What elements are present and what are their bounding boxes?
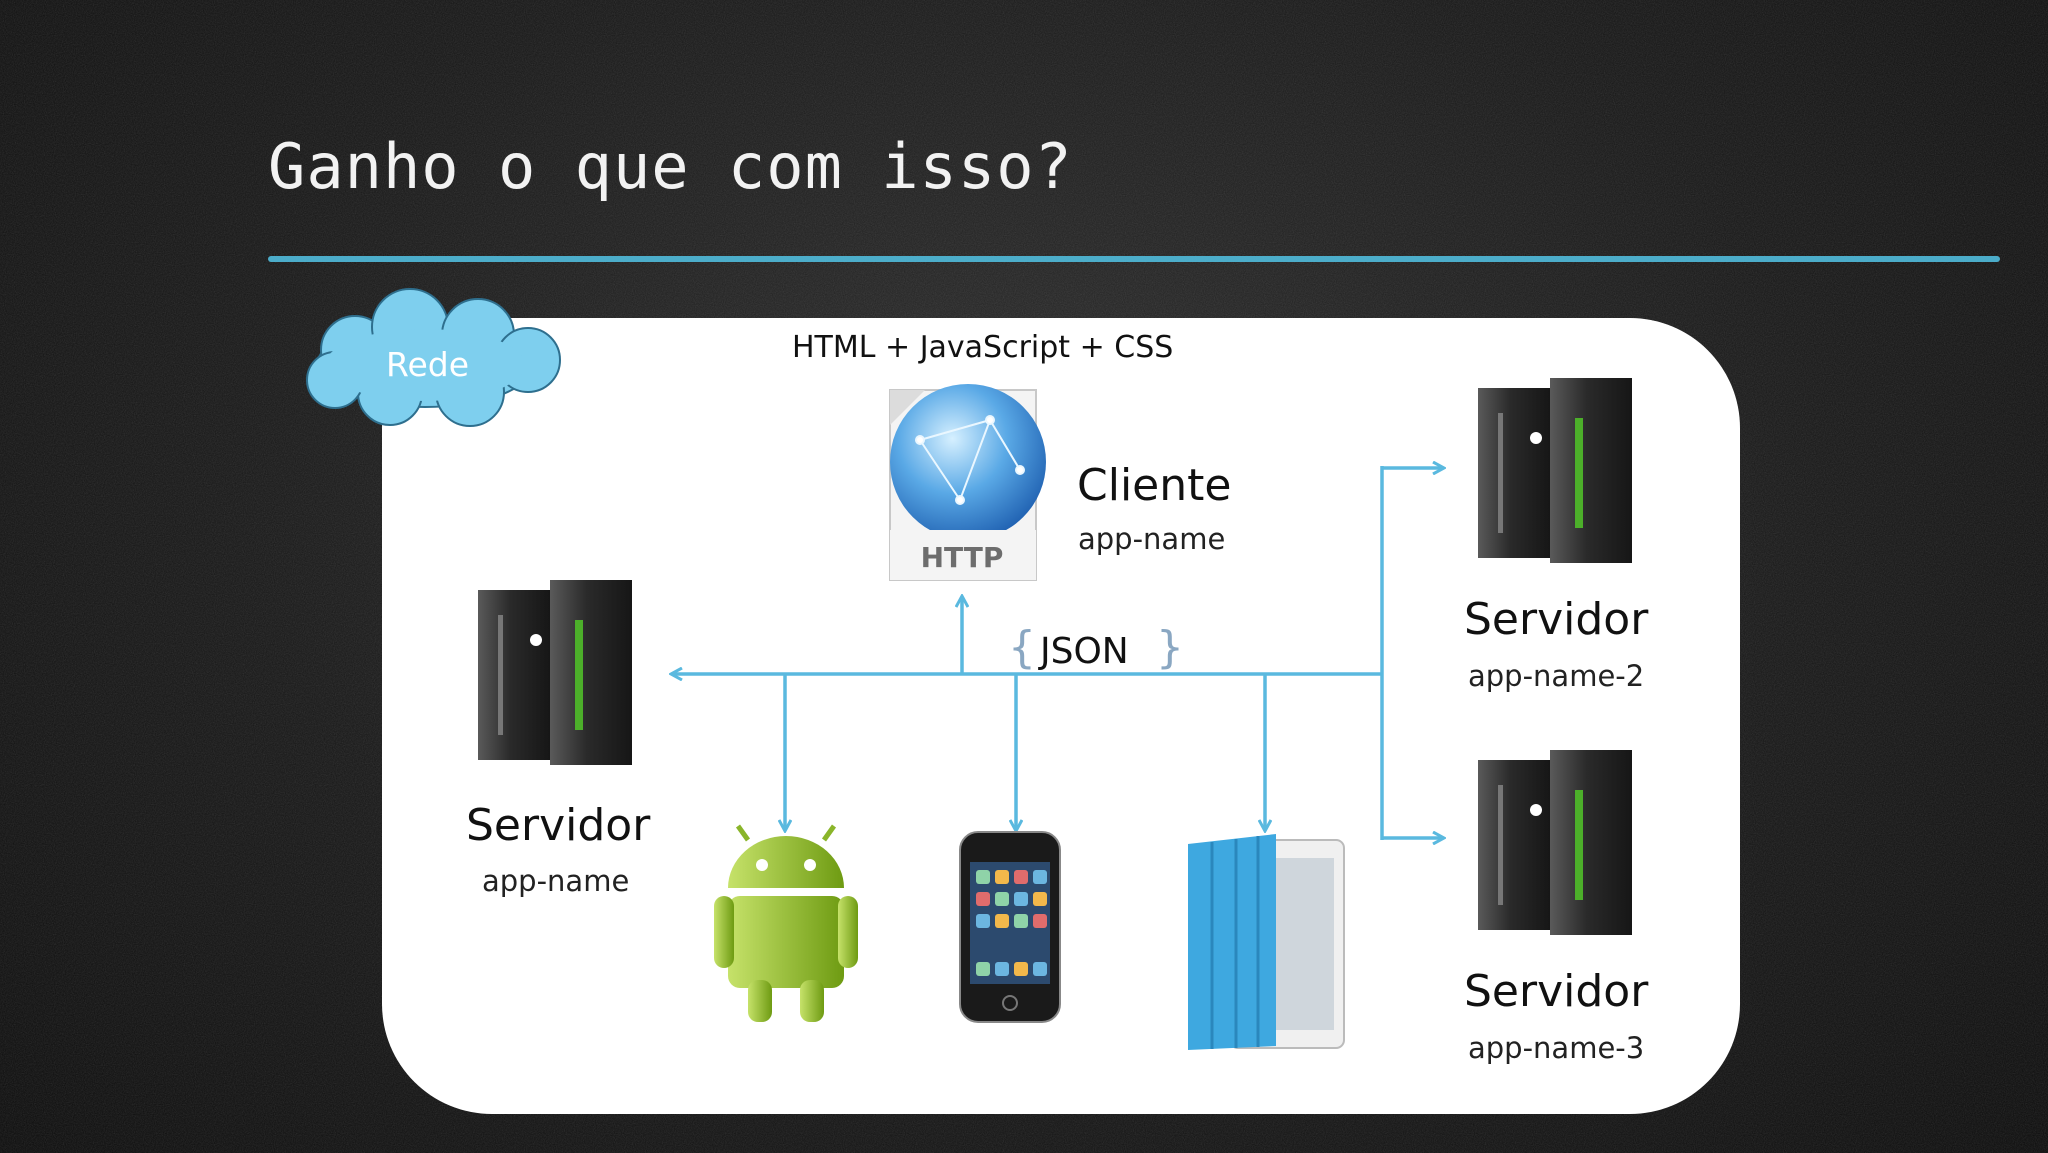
client-subtitle: app-name [1078, 522, 1226, 556]
server-2-subtitle: app-name-2 [1468, 659, 1645, 693]
server-3-title: Servidor [1464, 966, 1649, 1017]
slide-title: Ganho o que com isso? [268, 130, 1073, 203]
json-label: JSON [1040, 631, 1129, 672]
server-3-subtitle: app-name-3 [1468, 1031, 1645, 1065]
server-icon-main [478, 580, 632, 765]
network-cloud-label: Rede [386, 345, 469, 384]
server-icon-2 [1478, 378, 1632, 563]
http-doc-label: HTTP [921, 541, 1004, 574]
server-main-subtitle: app-name [482, 864, 630, 898]
json-brace-close: } [1156, 622, 1184, 673]
iphone-icon [959, 831, 1061, 1023]
title-divider [268, 256, 2000, 262]
client-title: Cliente [1077, 460, 1232, 511]
connection-arrows [672, 466, 1443, 840]
ipad-icon [1188, 834, 1345, 1050]
cloud-icon [306, 288, 561, 427]
android-robot-icon [714, 824, 858, 1022]
server-main-title: Servidor [466, 800, 651, 851]
json-brace-open: { [1008, 622, 1036, 673]
http-document-icon: HTTP [889, 384, 1046, 581]
payload-label: HTML + JavaScript + CSS [792, 330, 1174, 365]
server-2-title: Servidor [1464, 594, 1649, 645]
server-icon-3 [1478, 750, 1632, 935]
